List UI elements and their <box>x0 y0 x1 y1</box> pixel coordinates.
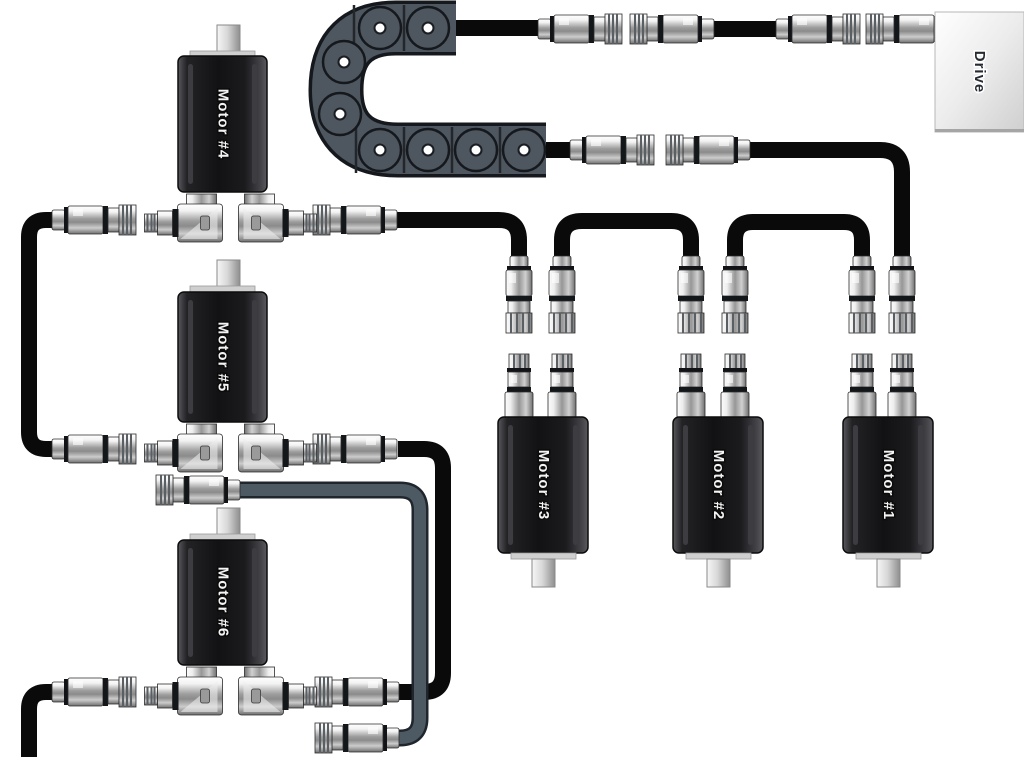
motor-6-flange <box>189 533 256 541</box>
port-motor2-b <box>720 353 750 419</box>
motor-2-shaft <box>706 558 731 588</box>
connector-motor6-right <box>314 676 400 708</box>
port-motor1-b <box>887 353 917 419</box>
motor-6-shaft <box>216 507 241 537</box>
connector-drop-motor3-in <box>505 255 533 334</box>
connector-motor4-right <box>312 204 398 236</box>
motor-6: Motor #6 <box>177 507 268 666</box>
chain-link-ticks <box>352 5 502 173</box>
motor-1-edge-highlight2 <box>918 425 923 545</box>
motor-6-body <box>177 539 268 666</box>
motor-2-flange <box>685 552 752 560</box>
port-motor1-a <box>847 353 877 419</box>
connector-gray-motor6 <box>314 722 400 754</box>
motor-3: Motor #3 <box>497 416 589 588</box>
motor-4: Motor #4 <box>177 24 268 193</box>
connector-drop-motor2-out <box>721 255 749 334</box>
motor-5-edge-highlight2 <box>252 300 257 414</box>
connector-motor5-left <box>51 433 137 465</box>
chain-link-joints <box>317 5 547 173</box>
motor-4-edge-highlight2 <box>252 64 257 184</box>
connector-drop-motor3-out <box>548 255 576 334</box>
motor-3-label: Motor #3 <box>535 450 552 521</box>
cable-motor4-to-motor5 <box>21 212 52 457</box>
motor-3-shaft <box>531 558 556 588</box>
motor-1-flange <box>855 552 922 560</box>
motor-2-edge-highlight2 <box>748 425 753 545</box>
port-motor3-b <box>547 353 577 419</box>
connector-drive-row-1a <box>537 13 623 45</box>
cable-motor4-to-motor3 <box>397 212 527 256</box>
motor-2-edge-highlight <box>683 425 688 545</box>
cable-motor2-to-motor3 <box>554 213 699 256</box>
motor-5-flange <box>189 285 256 293</box>
port-motor3-a <box>504 353 534 419</box>
cable-motor5-to-motor6 <box>398 441 451 700</box>
motor-5: Motor #5 <box>177 259 268 423</box>
motor-5-edge-highlight <box>188 300 193 414</box>
connector-drop-motor1-in <box>848 255 876 334</box>
cable-motor1-to-motor2 <box>727 214 870 256</box>
motor-4-label: Motor #4 <box>215 89 232 160</box>
connector-chain-row-a <box>569 134 655 166</box>
motor-1-shaft <box>876 558 901 588</box>
motor-1-edge-highlight <box>853 425 858 545</box>
connector-motor4-left <box>51 204 137 236</box>
connector-chain-row-b <box>665 134 751 166</box>
connector-motor5-right <box>312 433 398 465</box>
motor-6-label: Motor #6 <box>215 567 232 638</box>
motor-1-label: Motor #1 <box>880 450 897 521</box>
drive-box <box>934 11 1024 133</box>
connector-drive-row-1b <box>629 13 715 45</box>
connector-drive-row-2a <box>775 13 861 45</box>
motor-3-edge-highlight <box>508 425 513 545</box>
port-motor2-a <box>676 353 706 419</box>
motor-5-body <box>177 291 268 423</box>
motor-3-flange <box>510 552 577 560</box>
motor-6-edge-highlight <box>188 548 193 657</box>
connector-drop-motor2-in <box>677 255 705 334</box>
connector-gray-motor5 <box>155 474 241 506</box>
connector-drop-motor1-out <box>888 255 916 334</box>
motor-2: Motor #2 <box>672 416 764 588</box>
motor-2-label: Motor #2 <box>710 450 727 521</box>
motor-6-edge-highlight2 <box>252 548 257 657</box>
cable-carrier-chain <box>308 0 547 178</box>
motor-4-shaft <box>216 24 241 54</box>
connector-motor6-left <box>51 676 137 708</box>
motor-1: Motor #1 <box>842 416 934 588</box>
drive-unit: Drive <box>934 11 1024 133</box>
cable-gray-motor5-to-motor6 <box>240 481 429 747</box>
motor-4-edge-highlight <box>188 64 193 184</box>
motor-3-edge-highlight2 <box>573 425 578 545</box>
cable-motor6-tail <box>21 684 52 757</box>
drive-box-bottom-edge <box>935 129 1024 132</box>
motor-5-label: Motor #5 <box>215 322 232 393</box>
cable-chain-to-drive <box>452 20 778 37</box>
drive-label: Drive <box>971 51 988 94</box>
motor-5-shaft <box>216 259 241 289</box>
motor-4-body <box>177 55 268 193</box>
